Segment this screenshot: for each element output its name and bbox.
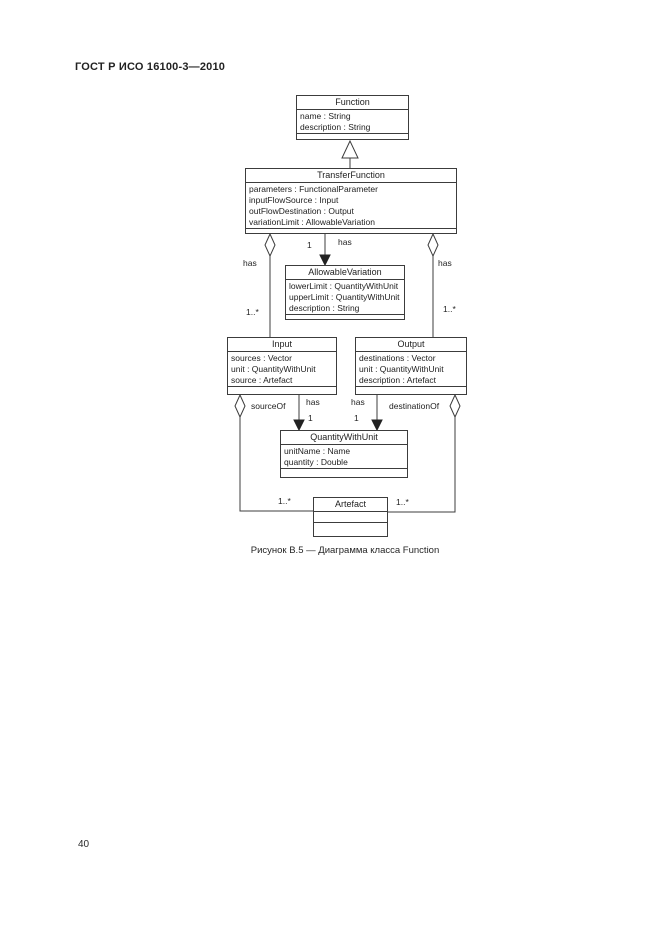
class-quantitywithunit-name: QuantityWithUnit: [281, 431, 407, 445]
attribute: inputFlowSource : Input: [249, 195, 339, 205]
class-quantitywithunit-operations-empty: [281, 469, 407, 477]
class-allowablevariation-name: AllowableVariation: [286, 266, 404, 280]
figure-caption: Рисунок В.5 — Диаграмма класса Function: [250, 545, 440, 556]
class-input-attributes: sources : Vector unit : QuantityWithUnit…: [228, 352, 336, 387]
class-function-name: Function: [297, 96, 408, 110]
attribute: sources : Vector: [231, 353, 292, 363]
multiplicity-label: 1..*: [246, 307, 259, 317]
multiplicity-label: 1: [307, 240, 312, 250]
class-input: Input sources : Vector unit : QuantityWi…: [227, 337, 337, 395]
class-quantitywithunit-attributes: unitName : Name quantity : Double: [281, 445, 407, 469]
role-label-destinationof: destinationOf: [389, 401, 440, 411]
attribute: unit : QuantityWithUnit: [231, 364, 316, 374]
class-transferfunction-operations-empty: [246, 229, 456, 233]
class-transferfunction-name: TransferFunction: [246, 169, 456, 183]
multiplicity-label: 1..*: [443, 304, 456, 314]
class-artefact-operations-empty: [314, 523, 387, 536]
role-label-has: has: [306, 397, 320, 407]
class-input-name: Input: [228, 338, 336, 352]
class-output-name: Output: [356, 338, 466, 352]
role-label-has: has: [438, 258, 452, 268]
class-artefact-name: Artefact: [314, 498, 387, 512]
attribute: source : Artefact: [231, 375, 293, 385]
class-artefact-attributes-empty: [314, 512, 387, 523]
attribute: upperLimit : QuantityWithUnit: [289, 292, 400, 302]
aggregation-has-output: [427, 232, 439, 337]
page-number: 40: [78, 839, 90, 850]
role-label-sourceof: sourceOf: [251, 401, 286, 411]
document-header: ГОСТ Р ИСО 16100-3—2010: [75, 61, 226, 73]
class-transferfunction-attributes: parameters : FunctionalParameter inputFl…: [246, 183, 456, 229]
class-artefact: Artefact: [313, 497, 388, 537]
class-quantitywithunit: QuantityWithUnit unitName : Name quantit…: [280, 430, 408, 478]
class-allowablevariation-operations-empty: [286, 315, 404, 319]
class-output-operations-empty: [356, 387, 466, 394]
class-function: Function name : String description : Str…: [296, 95, 409, 140]
attribute: parameters : FunctionalParameter: [249, 184, 378, 194]
class-allowablevariation-attributes: lowerLimit : QuantityWithUnit upperLimit…: [286, 280, 404, 315]
role-label-has: has: [351, 397, 365, 407]
attribute: quantity : Double: [284, 457, 348, 467]
multiplicity-label: 1..*: [278, 496, 291, 506]
class-function-attributes: name : String description : String: [297, 110, 408, 134]
attribute: description : String: [300, 122, 371, 132]
class-output: Output destinations : Vector unit : Quan…: [355, 337, 467, 395]
aggregation-has-input: [264, 232, 276, 337]
generalization-arrow: [341, 139, 359, 168]
attribute: unit : QuantityWithUnit: [359, 364, 444, 374]
role-label-has: has: [243, 258, 257, 268]
attribute: outFlowDestination : Output: [249, 206, 354, 216]
class-transferfunction: TransferFunction parameters : Functional…: [245, 168, 457, 234]
attribute: description : Artefact: [359, 375, 437, 385]
multiplicity-label: 1: [308, 413, 313, 423]
association-has-allowablevariation: [319, 234, 331, 267]
attribute: description : String: [289, 303, 360, 313]
role-label-has: has: [338, 237, 352, 247]
multiplicity-label: 1: [354, 413, 359, 423]
class-function-operations-empty: [297, 134, 408, 139]
class-input-operations-empty: [228, 387, 336, 394]
attribute: variationLimit : AllowableVariation: [249, 217, 375, 227]
attribute: destinations : Vector: [359, 353, 436, 363]
association-input-quantitywithunit: [293, 395, 305, 432]
multiplicity-label: 1..*: [396, 497, 409, 507]
attribute: lowerLimit : QuantityWithUnit: [289, 281, 399, 291]
class-allowablevariation: AllowableVariation lowerLimit : Quantity…: [285, 265, 405, 320]
association-output-quantitywithunit: [371, 395, 383, 432]
class-output-attributes: destinations : Vector unit : QuantityWit…: [356, 352, 466, 387]
attribute: unitName : Name: [284, 446, 351, 456]
attribute: name : String: [300, 111, 351, 121]
